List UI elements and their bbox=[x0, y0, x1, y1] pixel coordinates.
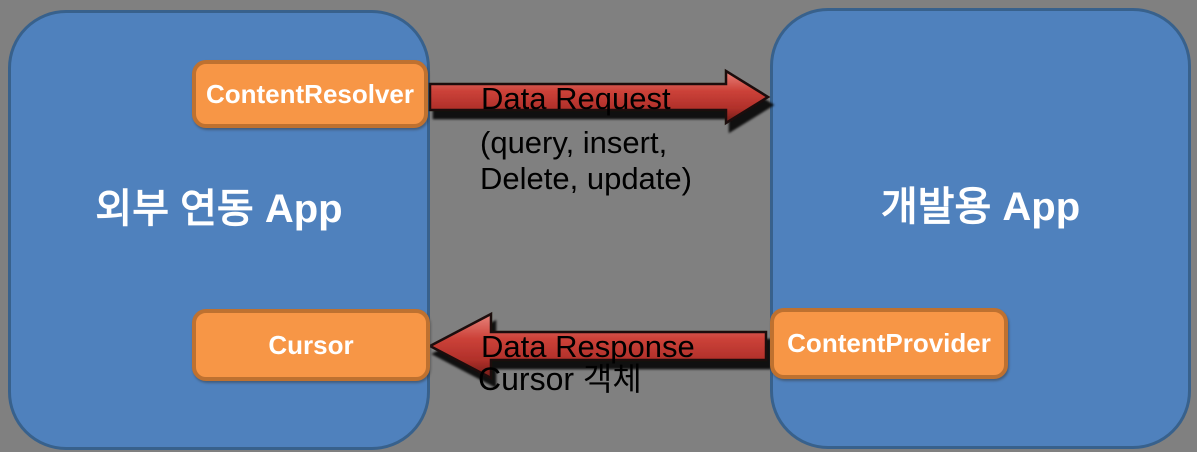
data-request-detail: (query, insert, Delete, update) bbox=[480, 125, 692, 196]
content-provider-box: ContentProvider bbox=[770, 308, 1008, 379]
cursor-label: Cursor bbox=[268, 329, 354, 360]
data-response-detail: Cursor 객체 bbox=[478, 361, 642, 397]
cursor-box: Cursor bbox=[192, 309, 430, 381]
data-response-label: Data Response bbox=[481, 329, 695, 364]
data-request-label: Data Request bbox=[481, 81, 671, 116]
external-app-title: 외부 연동 App bbox=[95, 187, 343, 231]
content-resolver-box: ContentResolver bbox=[192, 60, 428, 128]
developer-app-title: 개발용 App bbox=[880, 185, 1081, 229]
content-resolver-label: ContentResolver bbox=[205, 78, 415, 109]
content-provider-label: ContentProvider bbox=[787, 328, 991, 358]
